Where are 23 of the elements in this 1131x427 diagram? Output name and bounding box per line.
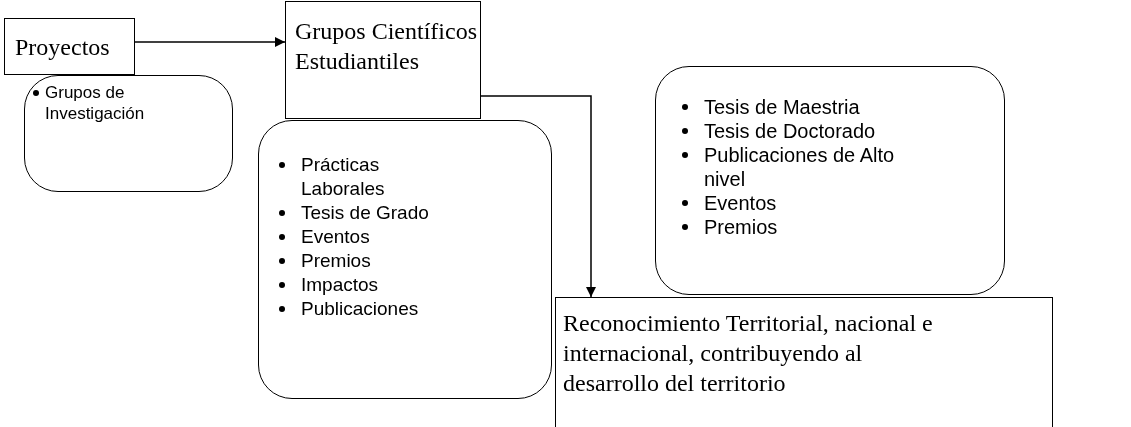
list-item-text: Premios: [301, 249, 371, 273]
list-item-text: Tesis de Maestria: [704, 95, 860, 119]
arrow: [134, 37, 286, 47]
box-title: Proyectos: [15, 33, 111, 62]
process-box: [4, 18, 135, 75]
box-title: Reconocimiento Territorial, nacional e internacional, contribuyendo al desarrollo del territorio: [563, 309, 934, 398]
process-box: [555, 297, 1053, 427]
rounded-box: [655, 66, 1005, 295]
list-item-text: Prácticas Laborales: [301, 153, 386, 201]
list-item-text: Impactos: [301, 273, 379, 297]
list-item-text: Publicaciones: [301, 297, 419, 321]
list-item-text: Tesis de Grado: [301, 201, 429, 225]
list-item-text: Eventos: [301, 225, 370, 249]
list-item-text: Eventos: [704, 191, 777, 215]
rounded-box: [258, 120, 552, 399]
list-item-text: Grupos de Investigación: [45, 82, 146, 124]
list-item-text: Publicaciones de Alto nivel: [704, 143, 896, 191]
rounded-box: [24, 75, 233, 192]
list-item-text: Tesis de Doctorado: [704, 119, 876, 143]
process-box: [285, 1, 481, 119]
arrow: [480, 95, 596, 298]
box-title: Grupos Científicos Estudiantiles: [295, 17, 478, 76]
list-item-text: Premios: [704, 215, 778, 239]
